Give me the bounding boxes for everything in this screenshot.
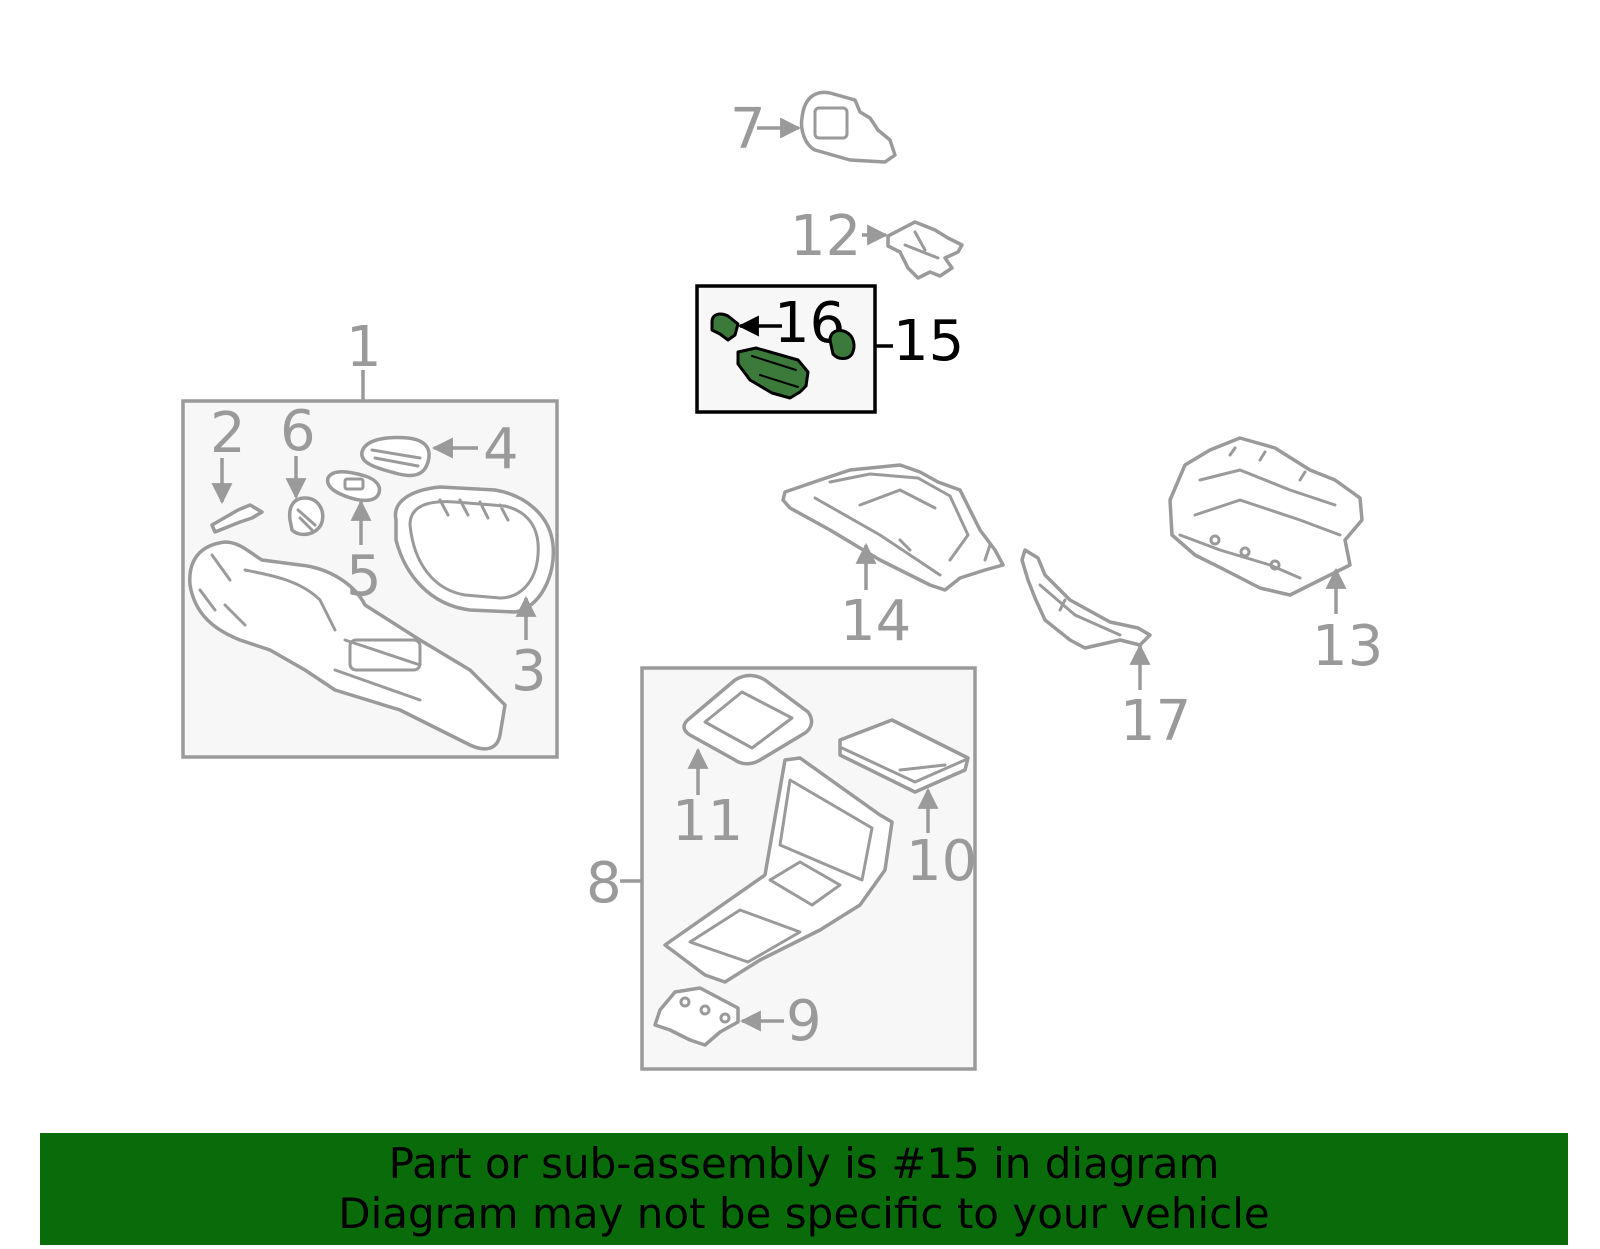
callout-8[interactable]: 8 xyxy=(586,851,622,916)
dashboard-vent xyxy=(348,638,422,672)
part-15-bin-detail xyxy=(751,355,799,388)
console-detail xyxy=(688,778,874,964)
callout-9[interactable]: 9 xyxy=(786,989,822,1054)
callout-12[interactable]: 12 xyxy=(790,204,861,269)
callout-7[interactable]: 7 xyxy=(730,97,766,162)
part-5-detail xyxy=(343,477,365,491)
callout-14[interactable]: 14 xyxy=(840,589,911,654)
part-17-group: 17 xyxy=(1020,548,1191,754)
part-2-clip xyxy=(210,503,264,534)
callout-3[interactable]: 3 xyxy=(511,639,547,704)
part-7-detail xyxy=(813,106,849,140)
callout-17[interactable]: 17 xyxy=(1120,689,1191,754)
part-12-group: 12 xyxy=(790,204,964,280)
group-1-dashboard: 1 2 6 4 5 3 xyxy=(181,315,559,759)
part-6-detail xyxy=(296,508,317,532)
part-4-detail xyxy=(370,448,422,468)
callout-15[interactable]: 15 xyxy=(893,309,964,374)
part-15-knob xyxy=(828,328,856,360)
console-body xyxy=(663,756,894,984)
part-14-glove-box xyxy=(781,463,1005,592)
callout-10[interactable]: 10 xyxy=(906,829,977,894)
part-11-trim-ring xyxy=(682,673,814,766)
part-9-hole-b xyxy=(699,1004,711,1016)
part-5-vent xyxy=(325,470,382,503)
part-13-hole-a xyxy=(1209,534,1221,546)
callout-13[interactable]: 13 xyxy=(1312,614,1383,679)
part-17-detail xyxy=(1038,583,1122,637)
callout-6[interactable]: 6 xyxy=(280,399,316,464)
part-14-detail xyxy=(813,472,992,577)
callout-2[interactable]: 2 xyxy=(210,401,246,466)
part-17-bracket xyxy=(1020,548,1152,650)
part-3-detail xyxy=(408,498,540,600)
banner-line-2: Diagram may not be specific to your vehi… xyxy=(338,1189,1270,1238)
part-13-hole-b xyxy=(1239,546,1251,558)
callout-5[interactable]: 5 xyxy=(346,544,382,609)
callout-1[interactable]: 1 xyxy=(346,315,382,380)
part-9-hole-c xyxy=(719,1012,731,1024)
part-11-inner xyxy=(703,690,794,750)
part-16-clip xyxy=(710,312,740,342)
part-9-clip xyxy=(653,986,740,1047)
callout-4[interactable]: 4 xyxy=(483,417,519,482)
group-15-highlighted[interactable]: 15 16 xyxy=(695,284,964,414)
part-10-detail xyxy=(840,746,967,784)
info-banner: Part or sub-assembly is #15 in diagram D… xyxy=(40,1133,1568,1245)
dashboard-panel-detail xyxy=(198,553,422,702)
part-12-detail xyxy=(903,230,940,260)
banner-line-1: Part or sub-assembly is #15 in diagram xyxy=(388,1139,1220,1188)
part-9-hole-a xyxy=(679,996,691,1008)
part-14-group: 14 xyxy=(781,463,1005,654)
part-13-frame xyxy=(1168,436,1364,597)
part-7-group: 7 xyxy=(730,90,897,164)
callout-11[interactable]: 11 xyxy=(672,789,743,854)
dashboard-panel xyxy=(188,540,507,751)
part-13-hole-c xyxy=(1269,559,1281,571)
group-8-console: 8 11 10 9 xyxy=(586,666,977,1071)
part-13-group: 13 xyxy=(1168,436,1383,679)
